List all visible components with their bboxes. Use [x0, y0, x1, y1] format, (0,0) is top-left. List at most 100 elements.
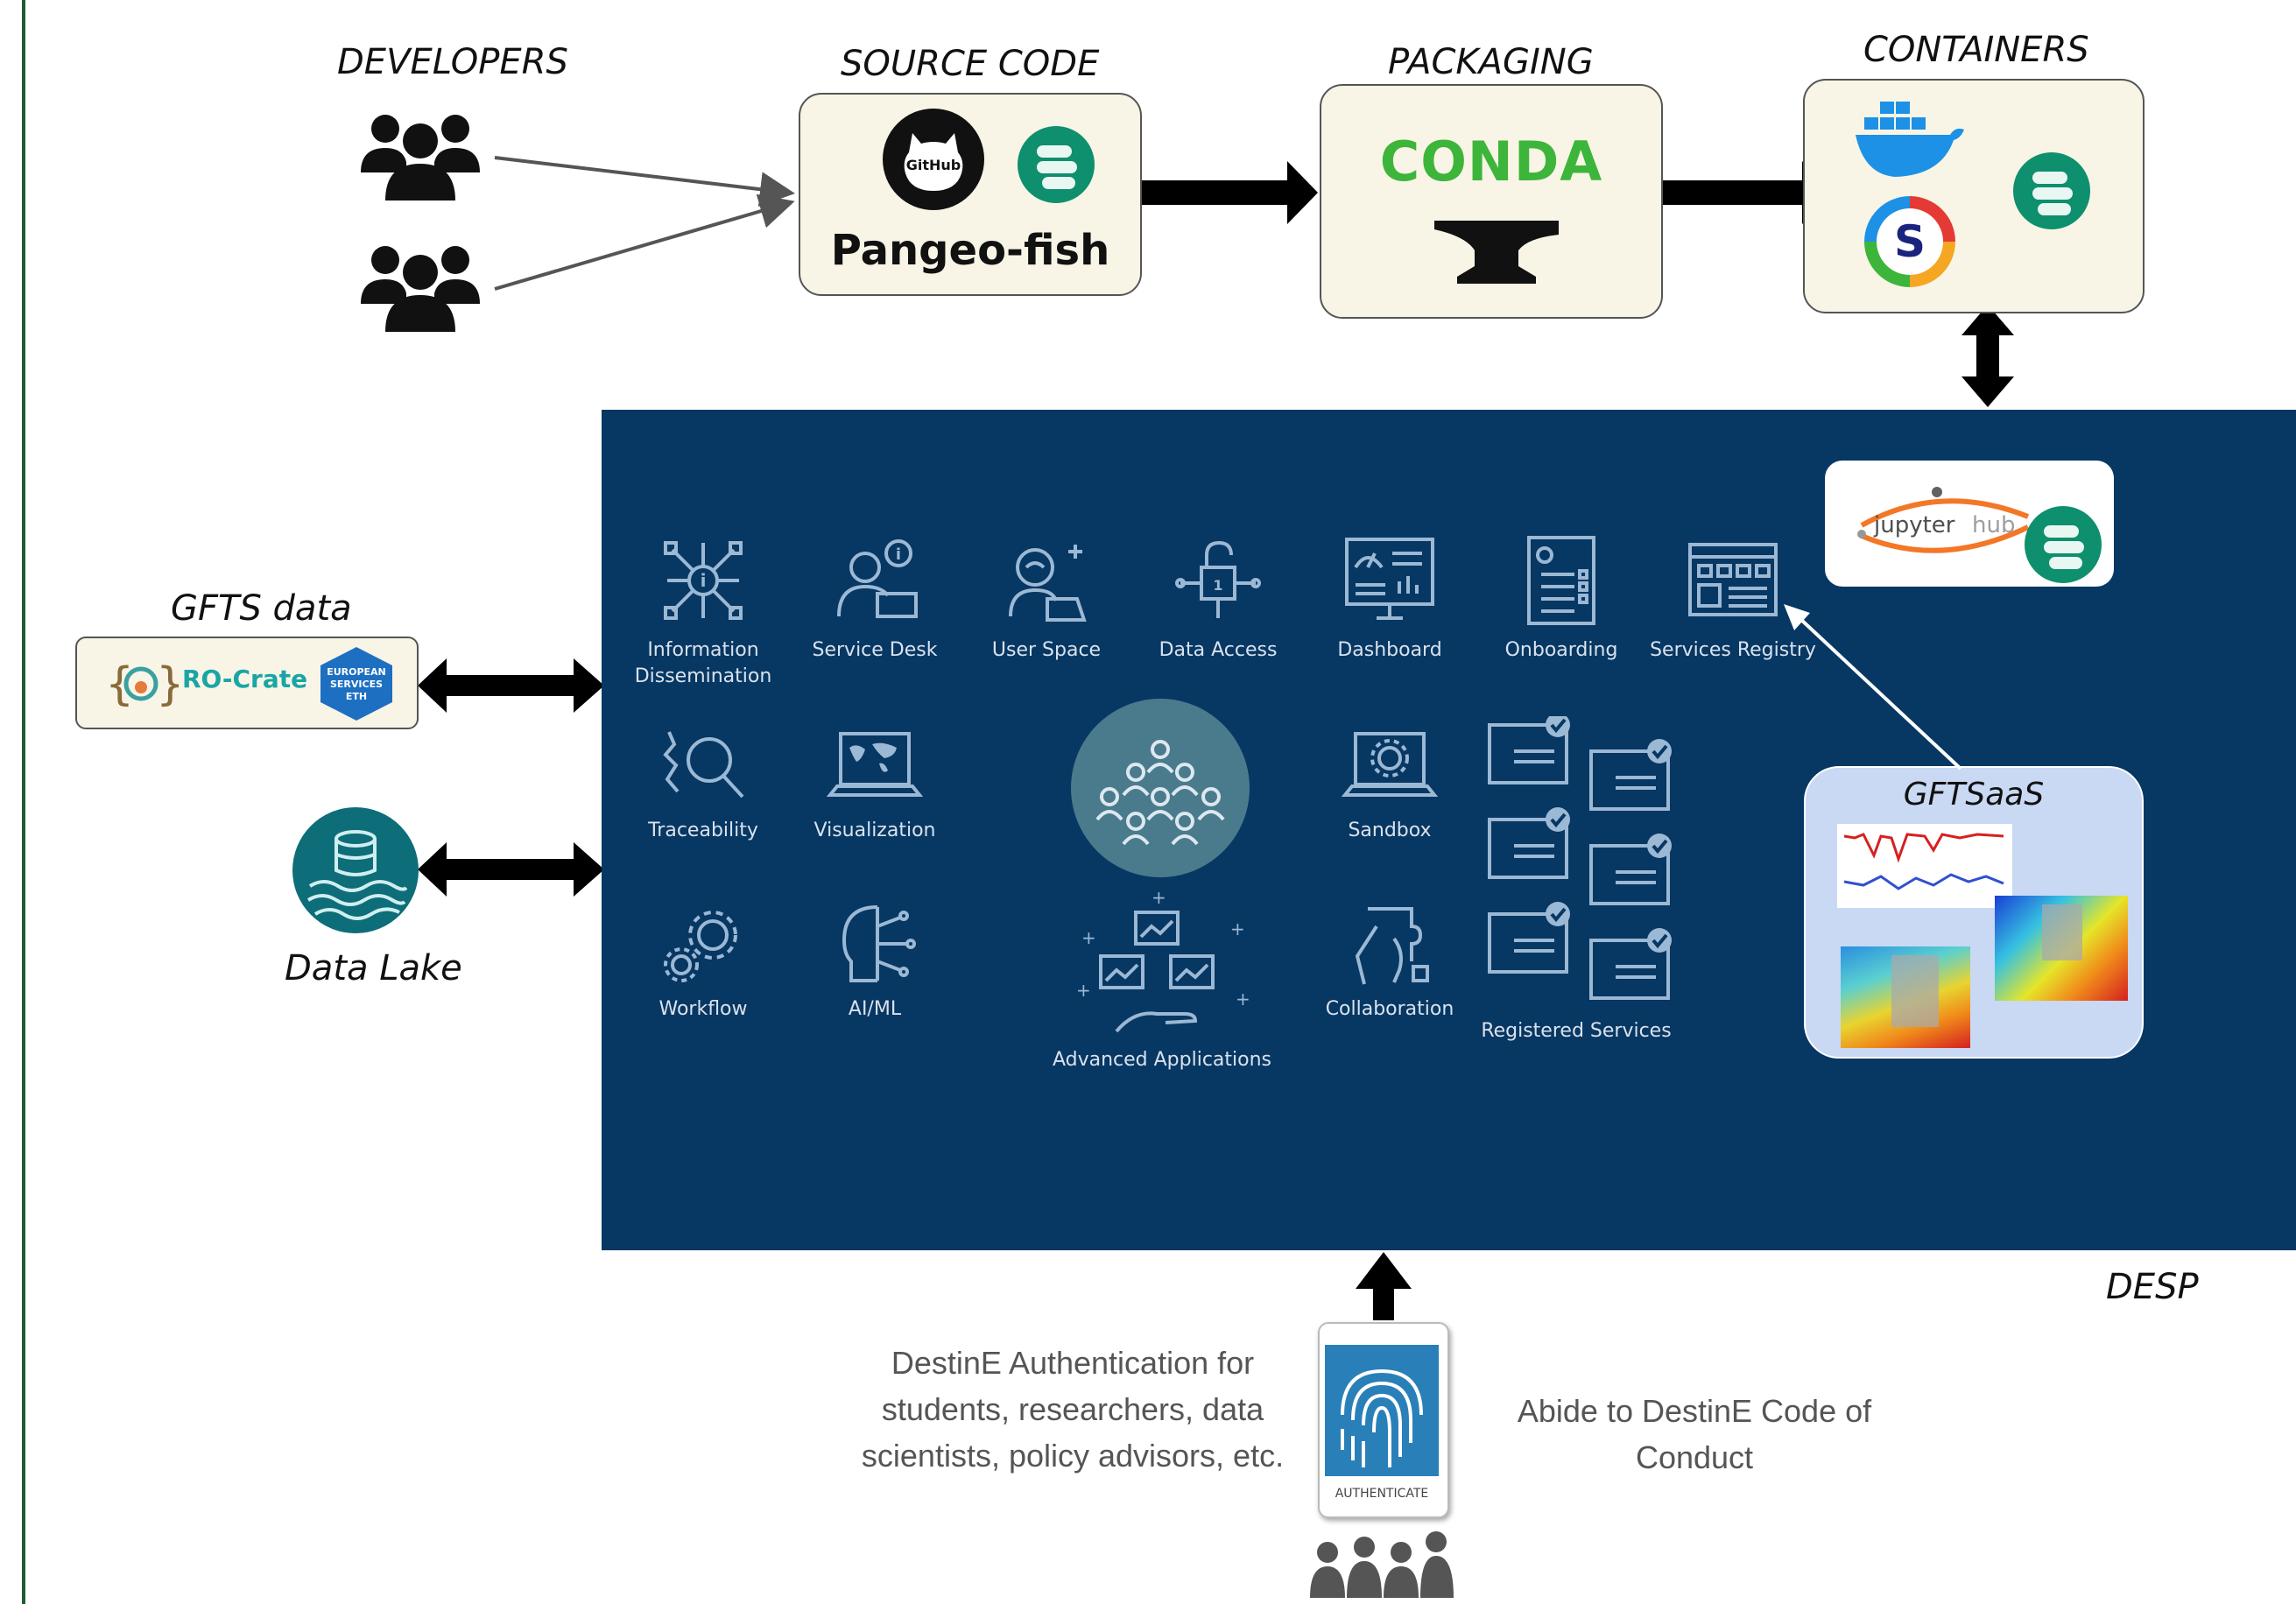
world-map-laptop-icon — [827, 732, 923, 797]
source-code-label: SOURCE CODE — [841, 44, 1100, 84]
jupyter-orbit-icon: jupyter hub — [1857, 487, 2030, 553]
source-code-box: GitHub Pangeo-fish — [799, 93, 1142, 296]
service-label: Workflow — [659, 998, 748, 1020]
pangeo-e-logo-icon — [1018, 126, 1095, 203]
service-traceability[interactable]: Traceability — [616, 725, 791, 844]
gfts-data-label: GFTS data — [171, 588, 352, 629]
fingerprint-panel — [1325, 1345, 1439, 1476]
containers-label: CONTAINERS — [1863, 30, 2089, 70]
service-data-access[interactable]: 1 Data Access — [1130, 532, 1306, 664]
gftsaas-label: GFTSaaS — [1903, 777, 2045, 813]
developer-group-icon — [361, 246, 480, 332]
anvil-icon — [1434, 221, 1559, 284]
advanced-applications-icon: + + + + + — [1076, 887, 1250, 1033]
desp-panel: i Information Dissemination i Service De… — [602, 410, 2296, 1250]
gftsaas-box: GFTSaaS — [1804, 766, 2144, 1059]
svg-text:+: + — [1152, 887, 1166, 908]
workflow-gears-icon — [664, 911, 737, 982]
service-label: User Space — [991, 639, 1102, 661]
data-lake-icon — [292, 807, 419, 933]
registered-services-label: Registered Services — [1481, 1020, 1672, 1042]
service-label: Collaboration — [1325, 998, 1454, 1020]
gfts-data-box: { } RO-Crate EUROPEAN SERVICES ETH — [75, 637, 419, 729]
registry-window-icon — [1688, 543, 1778, 616]
jupyterhub-box: jupyter hub — [1825, 461, 2114, 587]
pangeo-e-logo-icon — [2013, 152, 2090, 229]
left-border-line — [22, 0, 25, 1604]
service-ai-ml[interactable]: AI/ML — [787, 900, 962, 1023]
code-of-conduct-text: Abide to DestinE Code of Conduct — [1517, 1393, 1872, 1475]
singularity-letter: S — [1877, 208, 1943, 275]
dashboard-monitor-icon — [1345, 538, 1434, 620]
authenticate-label: AUTHENTICATE — [1335, 1487, 1429, 1501]
svg-text:+: + — [1236, 988, 1250, 1010]
padlock-network-icon: 1 — [1175, 540, 1261, 618]
conda-logo: CONDA — [1379, 130, 1603, 193]
service-label: Onboarding — [1504, 639, 1618, 661]
user-community-icon — [1310, 1531, 1454, 1598]
developers-label: DEVELOPERS — [337, 42, 568, 82]
svg-text:+: + — [1081, 927, 1096, 948]
svg-text:{: { — [105, 658, 134, 711]
service-visualization[interactable]: Visualization — [787, 725, 962, 844]
packaging-box: CONDA — [1320, 84, 1663, 319]
svg-text:}: } — [156, 658, 179, 711]
developer-group-icon — [361, 115, 480, 200]
github-icon: GitHub — [883, 109, 984, 210]
auth-description: DestinE Authentication for students, res… — [861, 1345, 1285, 1474]
data-lake-label: Data Lake — [285, 948, 462, 988]
rocrate-icon: { } — [105, 658, 179, 711]
traceability-magnifier-icon — [663, 731, 744, 798]
service-desk-icon: i — [837, 539, 918, 618]
authenticate-button[interactable]: AUTHENTICATE — [1318, 1322, 1449, 1518]
service-user-space[interactable]: User Space — [959, 532, 1134, 664]
project-name: Pangeo-fish — [830, 226, 1110, 275]
service-service-desk[interactable]: i Service Desk — [787, 532, 962, 664]
gftsaas-to-registry-arrow — [1784, 604, 1962, 770]
handshake-puzzle-icon — [1355, 907, 1429, 985]
community-circle — [1071, 699, 1250, 877]
svg-text:i: i — [896, 545, 901, 564]
svg-text:+: + — [1230, 918, 1245, 939]
service-label: Service Desk — [812, 639, 938, 661]
jupyter-text: jupyter — [1873, 512, 1955, 538]
fingerprint-icon — [1341, 1368, 1423, 1467]
singularity-icon: S — [1864, 196, 1955, 287]
containers-box: S — [1803, 79, 2145, 313]
svg-text:i: i — [701, 570, 707, 591]
service-label: AI/ML — [848, 998, 902, 1020]
service-dashboard[interactable]: Dashboard — [1302, 532, 1477, 664]
svg-text:+: + — [1076, 980, 1091, 1001]
github-text: GitHub — [906, 157, 961, 173]
service-collaboration[interactable]: Collaboration — [1302, 900, 1477, 1023]
service-information-dissemination[interactable]: i Information Dissemination — [616, 532, 791, 690]
network-info-icon: i — [664, 541, 743, 620]
hub-text: hub — [1972, 512, 2015, 538]
sandbox-gear-laptop-icon — [1342, 732, 1438, 797]
timeseries-plot-thumbnail — [1837, 824, 2012, 908]
land-mask — [2042, 904, 2082, 960]
service-services-registry[interactable]: Services Registry — [1645, 532, 1821, 664]
service-label: Services Registry — [1650, 639, 1816, 661]
service-label: Information Dissemination — [634, 639, 772, 687]
land-mask — [1891, 955, 1939, 1027]
european-services-badge: EUROPEAN SERVICES ETH — [320, 647, 392, 721]
service-label: Data Access — [1159, 639, 1278, 661]
service-label: Dashboard — [1337, 639, 1442, 661]
service-label: Traceability — [648, 820, 758, 841]
ai-head-icon — [842, 905, 916, 982]
registered-services-icon — [1488, 716, 1672, 1000]
checklist-document-icon — [1527, 536, 1595, 625]
service-label: Visualization — [813, 820, 936, 841]
service-label: Sandbox — [1348, 820, 1432, 841]
astronaut-laptop-icon — [1009, 545, 1087, 622]
advanced-applications-label: Advanced Applications — [1052, 1049, 1272, 1071]
packaging-label: PACKAGING — [1388, 42, 1594, 82]
community-people-icon — [1095, 740, 1225, 846]
docker-icon — [1856, 102, 1964, 177]
service-workflow[interactable]: Workflow — [616, 900, 791, 1023]
service-onboarding[interactable]: Onboarding — [1474, 532, 1649, 664]
service-sandbox[interactable]: Sandbox — [1302, 725, 1477, 844]
heatmap-thumbnail-right — [1995, 896, 2128, 1001]
pangeo-e-logo-icon — [2025, 506, 2102, 583]
